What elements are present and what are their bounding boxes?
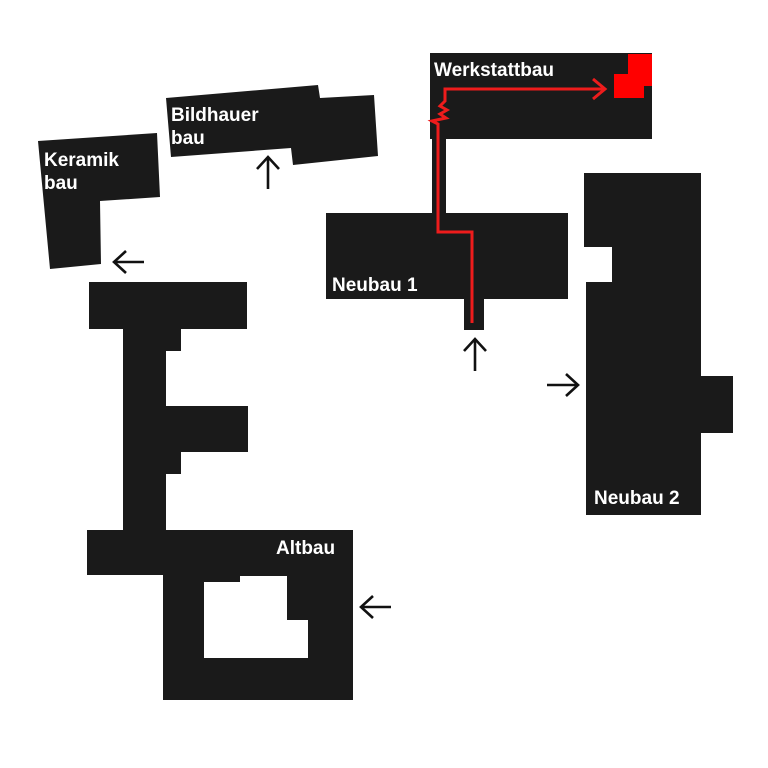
building-neubau1[interactable]: Neubau 1 [326, 213, 568, 330]
building-neubau2[interactable]: Neubau 2 [584, 173, 733, 515]
bildhauerbau-label-line1: Bildhauer [171, 105, 259, 126]
arrow-left-icon [112, 250, 144, 274]
neubau1-label: Neubau 1 [332, 275, 418, 296]
building-werkstattbau[interactable]: Werkstattbau [430, 53, 652, 217]
building-bildhauerbau[interactable]: Bildhauer bau [166, 85, 378, 165]
arrow-left-icon [359, 595, 391, 619]
keramikbau-label-line2: bau [44, 173, 78, 194]
neubau2-label: Neubau 2 [594, 488, 680, 509]
route-path [427, 87, 604, 323]
building-altbau[interactable]: Altbau [87, 282, 353, 700]
arrow-up-icon [256, 155, 280, 189]
route-arrow-icon [592, 77, 608, 101]
altbau-label: Altbau [276, 538, 335, 559]
destination-marker [614, 54, 652, 98]
route-to-werkstattbau [427, 54, 652, 323]
keramikbau-label-line1: Keramik [44, 150, 119, 171]
arrow-right-icon [547, 373, 580, 397]
werkstattbau-label: Werkstattbau [434, 60, 554, 81]
bildhauerbau-label-line2: bau [171, 128, 205, 149]
arrow-up-icon [463, 337, 487, 371]
building-keramikbau[interactable]: Keramik bau [38, 133, 160, 269]
entrance-arrows [112, 155, 580, 619]
